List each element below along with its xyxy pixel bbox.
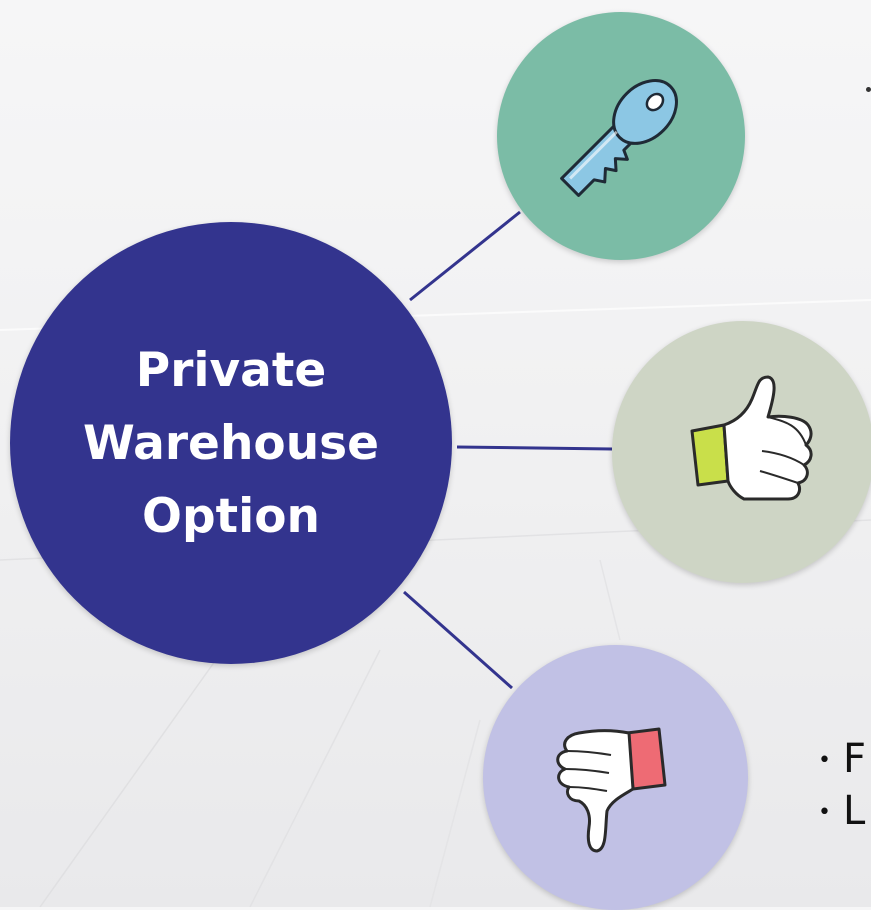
main-node-line-2: Warehouse [83,415,379,471]
main-node-line-1: Private [135,342,327,398]
connector-thumbs-up [456,445,613,451]
bullet-marker [866,87,871,92]
thumbs-down-icon [556,727,667,853]
key-node [497,12,745,260]
main-node-label: Private Warehouse Option [81,334,381,553]
key-icon [560,79,678,197]
bullet-item: •L [818,786,866,838]
connector-key [409,210,521,302]
bullet-dot: • [818,748,831,773]
thumbs-down-node [483,645,748,910]
bullet-item: •F [818,734,866,786]
bullet-dot: • [818,800,831,825]
connector-thumbs-down [403,590,513,690]
bullet-text: L [842,788,866,834]
thumbs-up-node [612,321,871,583]
main-node-line-3: Option [142,488,320,544]
main-node: Private Warehouse Option [10,222,452,664]
thumbs-up-icon [690,375,813,501]
bullet-text: F [842,736,866,782]
bullet-list: •F •L [818,734,866,838]
